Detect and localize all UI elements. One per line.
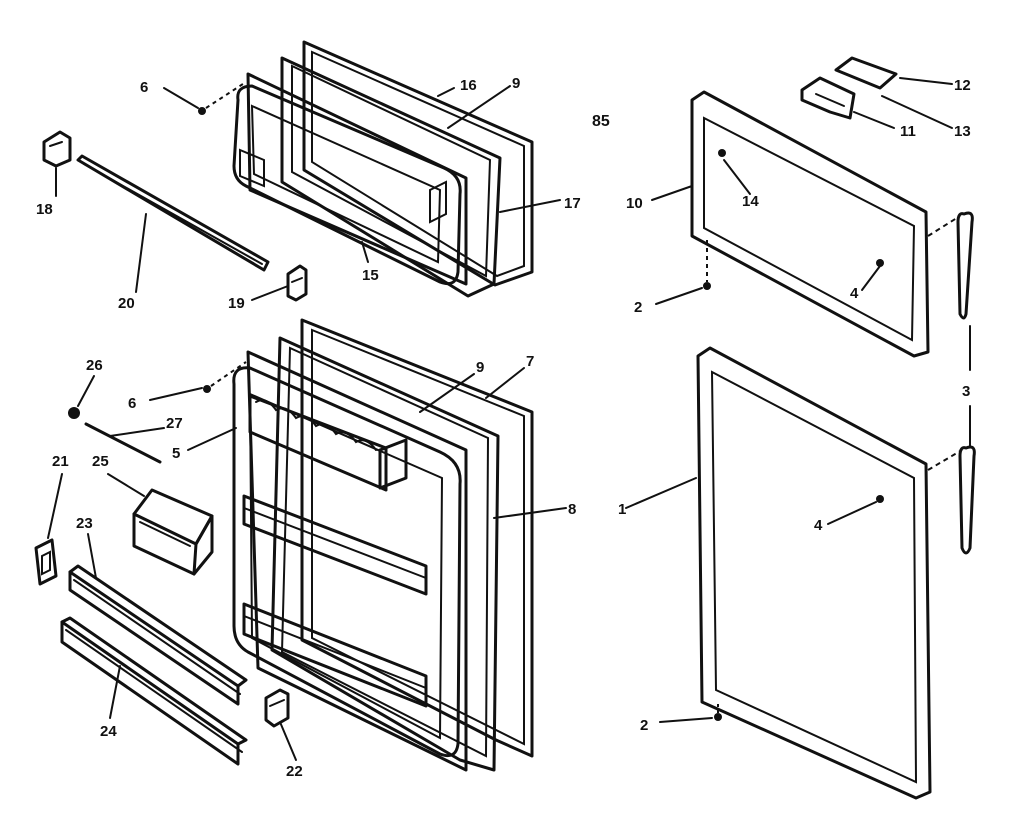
fresh-food-door-panel-5: [232, 350, 468, 772]
hinge-bracket-18: [42, 130, 72, 168]
callout-4: 4: [850, 285, 859, 302]
callout-26: 26: [86, 357, 103, 374]
callout-8: 8: [568, 501, 576, 518]
knob-26: [68, 407, 80, 419]
callout-15: 15: [362, 267, 379, 284]
callout-1: 1: [618, 501, 626, 518]
rod-27: [84, 422, 162, 464]
screw-6-upper: [198, 107, 206, 115]
callout-23: 23: [76, 515, 93, 532]
callout-10: 10: [626, 195, 643, 212]
fresh-food-outer-door-1: [696, 346, 932, 800]
callout-7: 7: [526, 353, 534, 370]
callout-11: 11: [900, 123, 916, 140]
leader-lines: [47, 77, 971, 761]
freezer-liner-9: [280, 56, 502, 298]
callout-21: 21: [52, 453, 69, 470]
diagram-code: 85: [592, 113, 610, 130]
trim-strip-20: [76, 154, 270, 272]
freezer-outer-door-10: [690, 90, 930, 358]
bin-25: [132, 488, 214, 576]
trim-strip-23: [68, 564, 248, 706]
callout-16: 16: [460, 77, 477, 94]
callout-6: 6: [128, 395, 136, 412]
callout-17: 17: [564, 195, 581, 212]
callout-5: 5: [172, 445, 180, 462]
screw-6-lower: [203, 385, 211, 393]
callout-2: 2: [634, 299, 642, 316]
callout-25: 25: [92, 453, 109, 470]
callout-24: 24: [100, 723, 117, 740]
callout-9: 9: [476, 359, 484, 376]
hinge-19: [286, 264, 308, 302]
callout-27: 27: [166, 415, 183, 432]
handle-3-upper: [927, 211, 974, 320]
cap-12: [834, 56, 898, 90]
callout-2: 2: [640, 717, 648, 734]
callout-9: 9: [512, 75, 520, 92]
callout-19: 19: [228, 295, 245, 312]
callout-18: 18: [36, 201, 53, 218]
callout-6: 6: [140, 79, 148, 96]
handle-3-lower: [927, 445, 976, 555]
freezer-door-panel-15: [232, 72, 468, 286]
callout-4: 4: [814, 517, 823, 534]
fresh-food-liner-9: [270, 336, 500, 772]
callout-12: 12: [954, 77, 971, 94]
callout-3: 3: [962, 383, 970, 400]
freezer-gasket-16: [302, 40, 534, 287]
hinge-22: [264, 688, 290, 728]
plate-11-13: [800, 76, 856, 120]
callout-13: 13: [954, 123, 971, 140]
callout-20: 20: [118, 295, 135, 312]
callout-22: 22: [286, 763, 303, 780]
trim-strip-24: [60, 616, 248, 766]
clip-21: [34, 538, 58, 586]
callout-14: 14: [742, 193, 759, 210]
